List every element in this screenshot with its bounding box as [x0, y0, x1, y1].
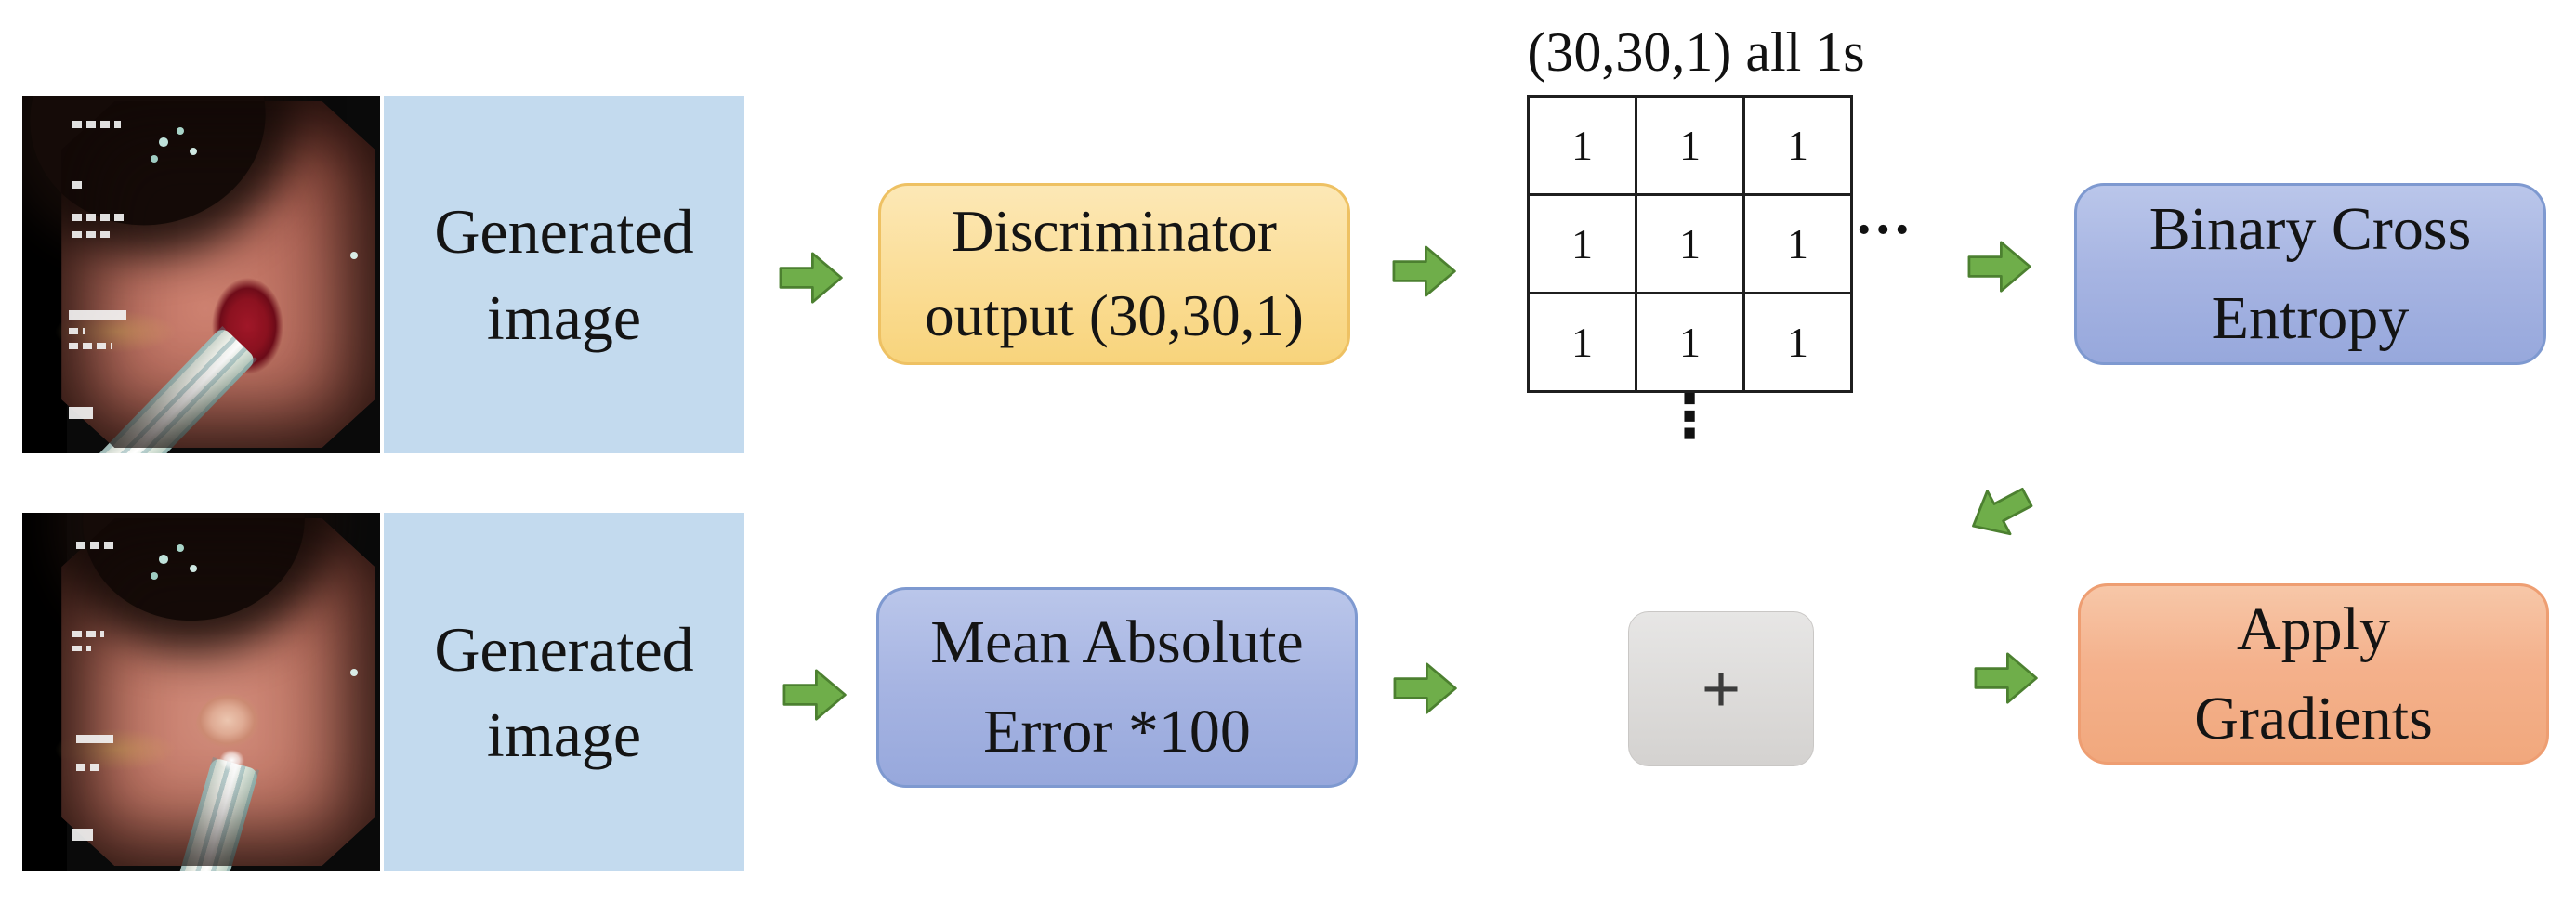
matrix-cell: 1 [1527, 193, 1637, 294]
overlay-marks [72, 631, 104, 638]
matrix-cell: 1 [1527, 95, 1637, 196]
generated-image-line1: Generated [434, 613, 694, 685]
endoscopy-photo-bottom [22, 513, 380, 871]
discriminator-line2: output (30,30,1) [925, 283, 1304, 348]
flow-arrow-diagonal-icon [1956, 470, 2044, 553]
flow-arrow-icon [781, 666, 849, 724]
overlay-marks [69, 342, 112, 349]
overlay-marks [75, 735, 113, 744]
matrix-title: (30,30,1) all 1s [1527, 21, 1865, 83]
flow-arrow-icon [777, 249, 846, 307]
specular-highlights [22, 513, 26, 516]
overlay-marks [75, 764, 104, 772]
matrix-cell: 1 [1635, 193, 1745, 294]
binary-cross-entropy-box: Binary Cross Entropy [2074, 183, 2546, 365]
overlay-marks [72, 120, 121, 128]
mae-line1: Mean Absolute [930, 608, 1304, 677]
horizontal-ellipsis: ... [1857, 183, 1914, 246]
matrix-cell: 1 [1742, 193, 1853, 294]
overlay-marks [75, 541, 113, 549]
overlay-marks [69, 310, 127, 320]
bce-line2: Entropy [2211, 284, 2410, 352]
plus-sign: + [1701, 651, 1741, 726]
apply-line2: Gradients [2194, 684, 2433, 752]
vertical-ellipsis: ⋮ [1660, 383, 1719, 451]
photo-black-strip [22, 513, 68, 871]
overlay-marks [72, 828, 93, 841]
generated-image-label-bottom: Generated image [384, 513, 744, 871]
flow-arrow-icon [1972, 649, 2041, 707]
light-streak [54, 727, 177, 771]
matrix-cell: 1 [1742, 95, 1853, 196]
discriminator-output-box: Discriminator output (30,30,1) [878, 183, 1350, 365]
matrix-cell: 1 [1635, 95, 1745, 196]
overlay-marks [72, 181, 82, 190]
apply-line1: Apply [2237, 595, 2390, 663]
bce-line1: Binary Cross [2149, 195, 2472, 264]
overlay-marks [72, 645, 91, 651]
endoscopy-photo-top [22, 96, 380, 453]
flow-arrow-icon [1391, 660, 1460, 717]
overlay-marks [72, 214, 125, 222]
flow-arrow-icon [1965, 238, 2034, 295]
sum-box: + [1628, 611, 1814, 766]
generated-image-label-top: Generated image [384, 96, 744, 453]
matrix-cell: 1 [1527, 292, 1637, 393]
overlay-marks [69, 328, 86, 335]
discriminator-line1: Discriminator [952, 198, 1277, 264]
ones-matrix: 1 1 1 1 1 1 1 1 1 [1527, 95, 1853, 393]
flow-arrow-icon [1390, 242, 1459, 300]
specular-highlights [22, 96, 26, 99]
apply-gradients-box: Apply Gradients [2078, 583, 2549, 765]
instrument-glint [218, 749, 244, 771]
matrix-cell: 1 [1635, 292, 1745, 393]
overlay-marks [69, 406, 94, 419]
generated-image-line1: Generated [434, 196, 694, 268]
mae-line2: Error *100 [983, 698, 1251, 765]
photo-vignette [61, 518, 375, 866]
mean-absolute-error-box: Mean Absolute Error *100 [876, 587, 1358, 788]
generated-image-line2: image [486, 699, 642, 770]
generated-image-line2: image [486, 281, 642, 353]
overlay-marks [72, 231, 110, 239]
matrix-cell: 1 [1742, 292, 1853, 393]
photo-vignette [61, 101, 375, 448]
